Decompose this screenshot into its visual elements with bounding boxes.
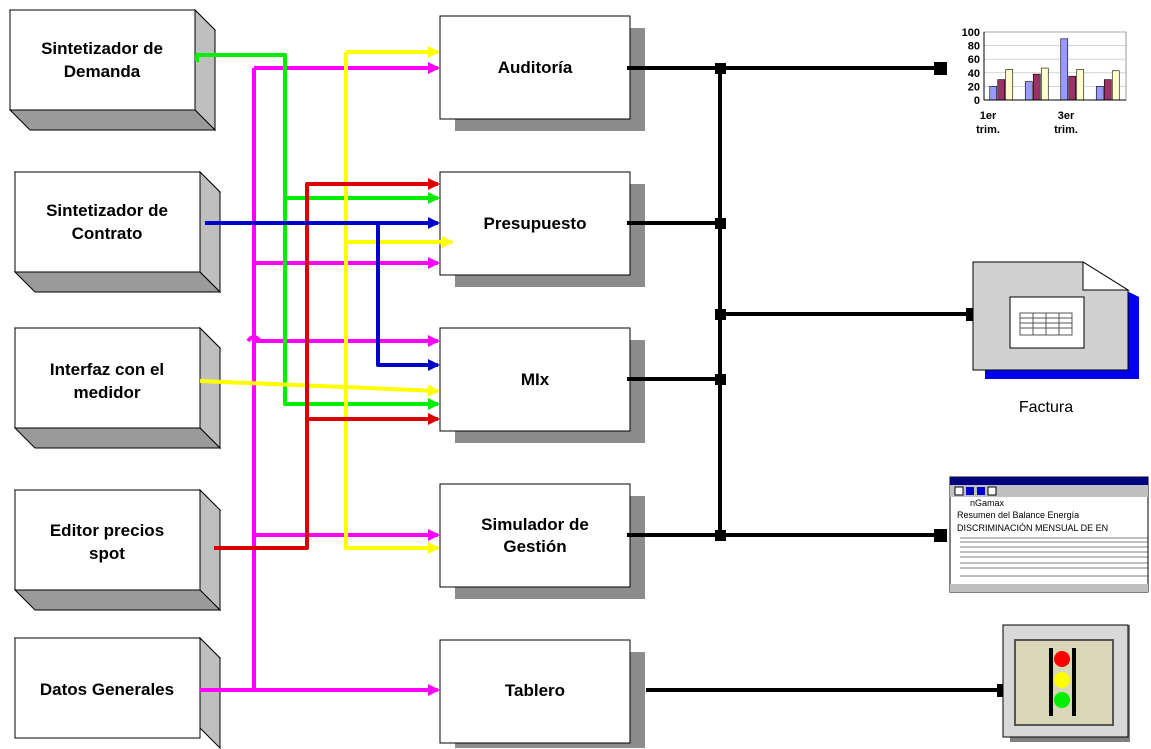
bus-terminal: [934, 62, 947, 75]
connector-demanda-green: [197, 55, 438, 404]
traffic-light-green: [1054, 692, 1070, 708]
module-label-mix: MIx: [521, 370, 550, 389]
bus-terminal: [934, 529, 947, 542]
input-box-generales: Datos Generales: [15, 638, 220, 748]
input-box-precios: Editor precios spot: [15, 490, 220, 610]
chart-bar: [1077, 69, 1084, 100]
input-box-demanda: Sintetizador de Demanda: [10, 10, 215, 130]
report-window: nGamax Resumen del Balance Energía DISCR…: [950, 477, 1148, 592]
input-label-contrato-1: Sintetizador de: [46, 201, 168, 220]
input-box-medidor: Interfaz con el medidor: [15, 328, 220, 448]
bus-junction: [715, 309, 726, 320]
toolbar-icon: [977, 487, 985, 495]
chart-bar: [1096, 86, 1103, 100]
chart-x-tick-1-line1: 1er: [980, 110, 997, 122]
report-line-2: DISCRIMINACIÓN MENSUAL DE EN: [957, 523, 1108, 533]
module-box-tablero: Tablero: [440, 640, 645, 748]
connector-blue-to-mix: [378, 223, 438, 365]
module-label-presupuesto: Presupuesto: [484, 214, 587, 233]
chart-bar: [998, 80, 1005, 100]
connector-yellow-trunk: [346, 52, 438, 548]
input-label-contrato-2: Contrato: [72, 224, 143, 243]
chart-bar: [1041, 68, 1048, 100]
chart-y-tick-label: 40: [968, 68, 980, 80]
chart-bar: [1112, 71, 1119, 100]
bus-junction: [715, 63, 726, 74]
chart-y-tick-label: 100: [962, 27, 980, 39]
input-label-generales: Datos Generales: [40, 680, 174, 699]
chart-bar: [990, 86, 997, 100]
toolbar-icon: [955, 487, 963, 495]
chart-x-tick-2-line1: 3er: [1058, 110, 1075, 122]
toolbar-icon: [988, 487, 996, 495]
module-label-tablero: Tablero: [505, 681, 565, 700]
chart-bar: [1025, 82, 1032, 100]
bus-junction: [715, 374, 726, 385]
chart-y-tick-label: 80: [968, 41, 980, 53]
bus-junction: [715, 218, 726, 229]
input-label-precios-1: Editor precios: [50, 521, 164, 540]
input-label-medidor-2: medidor: [73, 383, 140, 402]
module-label-simulador-1: Simulador de: [481, 515, 589, 534]
traffic-light-red: [1054, 651, 1070, 667]
factura-document-icon: [973, 262, 1139, 379]
input-label-medidor-1: Interfaz con el: [50, 360, 164, 379]
module-box-mix: MIx: [440, 328, 645, 443]
report-title: nGamax: [970, 498, 1005, 508]
input-label-precios-2: spot: [89, 544, 125, 563]
report-line-1: Resumen del Balance Energía: [957, 510, 1079, 520]
traffic-light-yellow: [1054, 672, 1070, 688]
module-box-presupuesto: Presupuesto: [440, 172, 645, 287]
toolbar-icon: [966, 487, 974, 495]
input-label-demanda-1: Sintetizador de: [41, 39, 163, 58]
module-label-auditoria: Auditoría: [498, 58, 573, 77]
chart-bar: [1069, 76, 1076, 100]
chart-x-tick-2-line2: trim.: [1054, 124, 1078, 136]
chart-y-tick-label: 0: [974, 95, 980, 107]
module-box-auditoria: Auditoría: [440, 16, 645, 131]
chart-y-tick-label: 60: [968, 54, 980, 66]
module-label-simulador-2: Gestión: [503, 537, 566, 556]
chart-bar: [1061, 39, 1068, 100]
traffic-light-panel: [1003, 625, 1130, 742]
chart-bar: [1033, 74, 1040, 100]
input-label-demanda-2: Demanda: [64, 62, 141, 81]
chart-bar: [1006, 69, 1013, 100]
module-box-simulador: Simulador de Gestión: [440, 484, 645, 599]
chart-y-tick-label: 20: [968, 81, 980, 93]
connector-medidor-yellow: [200, 381, 438, 391]
chart-x-tick-1-line2: trim.: [976, 124, 1000, 136]
factura-label: Factura: [1019, 399, 1073, 416]
input-box-contrato: Sintetizador de Contrato: [15, 172, 220, 292]
bus-junction: [715, 530, 726, 541]
chart-bar: [1104, 80, 1111, 100]
